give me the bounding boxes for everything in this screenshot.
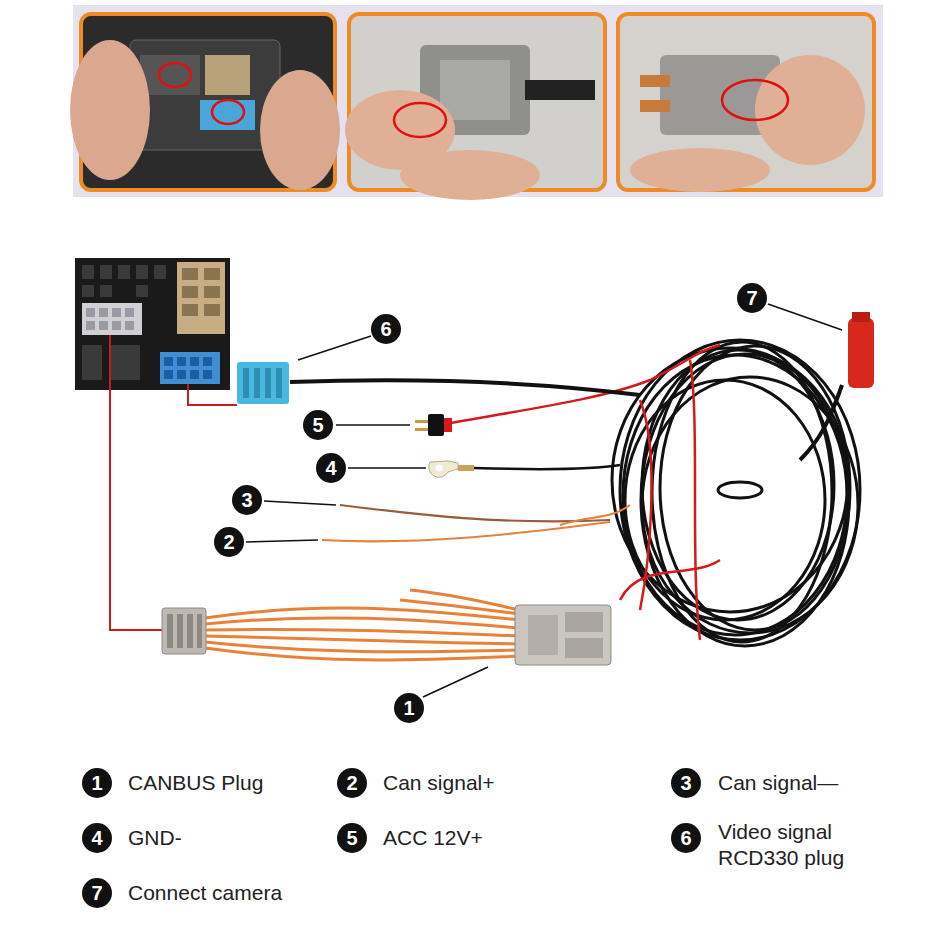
- callout-text: 5: [312, 415, 323, 435]
- canbus-plug-large: [515, 605, 611, 665]
- legend-text: GND-: [128, 825, 182, 851]
- callout-text: 4: [325, 458, 336, 478]
- callout-number: 7: [737, 283, 767, 313]
- callout-text: 5: [346, 828, 357, 848]
- legend-text: Can signal—: [718, 770, 838, 796]
- cable-coil: [612, 340, 860, 646]
- callout-text: 6: [380, 319, 391, 339]
- callout-text: 1: [403, 698, 414, 718]
- canbus-plug-small: [162, 608, 206, 654]
- legend-text: Video signal RCD330 plug: [718, 819, 883, 871]
- callout-number: 1: [394, 693, 424, 723]
- legend-text: ACC 12V+: [383, 825, 483, 851]
- callout-number: 5: [337, 823, 367, 853]
- callout-text: 2: [223, 532, 234, 552]
- callout-text: 4: [91, 828, 102, 848]
- callout-number: 7: [82, 878, 112, 908]
- callout-number: 3: [671, 768, 701, 798]
- legend-text: CANBUS Plug: [128, 770, 263, 796]
- callout-number: 2: [214, 527, 244, 557]
- radio-connector: [75, 258, 230, 390]
- legend-text: Connect camera: [128, 880, 282, 906]
- leader-lines: [246, 304, 842, 697]
- callout-number: 5: [303, 410, 333, 440]
- callout-text: 3: [241, 490, 252, 510]
- legend-text: Can signal+: [383, 770, 495, 796]
- callout-number: 3: [232, 485, 262, 515]
- rcd330-plug: [237, 362, 289, 404]
- callout-text: 7: [91, 883, 102, 903]
- callout-number: 4: [316, 453, 346, 483]
- callout-text: 3: [680, 773, 691, 793]
- callout-text: 1: [91, 773, 102, 793]
- callout-number: 2: [337, 768, 367, 798]
- callout-text: 7: [746, 288, 757, 308]
- camera-plug: [848, 318, 874, 388]
- callout-text: 6: [680, 828, 691, 848]
- callout-text: 2: [346, 773, 357, 793]
- callout-number: 4: [82, 823, 112, 853]
- callout-number: 6: [371, 314, 401, 344]
- callout-number: 1: [82, 768, 112, 798]
- callout-number: 6: [671, 823, 701, 853]
